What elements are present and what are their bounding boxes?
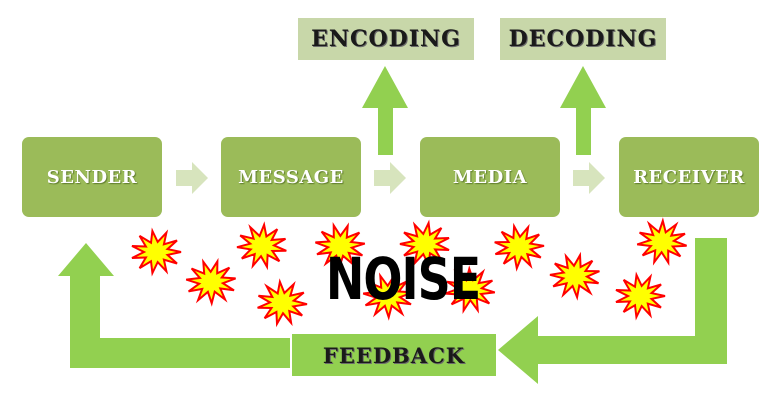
message-label: MESSAGE — [238, 166, 344, 188]
feedback-arrow-icon — [498, 238, 727, 384]
right-arrow-icon — [374, 162, 406, 194]
feedback-arrow-icon — [58, 243, 290, 368]
encoding-label: ENCODING — [311, 26, 461, 52]
noise-burst-icon — [549, 251, 600, 301]
noise-burst-icon — [636, 217, 687, 267]
encoding-box: ENCODING — [298, 18, 474, 60]
noise-burst-icon — [185, 257, 236, 307]
receiver-box: RECEIVER — [619, 137, 759, 217]
decoding-label: DECODING — [508, 26, 658, 52]
noise-burst-icon — [399, 219, 450, 269]
media-label: MEDIA — [452, 166, 528, 188]
feedback-label: FEEDBACK — [322, 342, 466, 368]
noise-burst-icon — [257, 278, 308, 328]
noise-burst-icon — [315, 221, 366, 271]
media-box: MEDIA — [420, 137, 560, 217]
message-box: MESSAGE — [221, 137, 361, 217]
feedback-box: FEEDBACK — [292, 334, 496, 376]
right-arrow-icon — [573, 162, 605, 194]
noise-burst-icon — [445, 265, 496, 314]
sender-box: SENDER — [22, 137, 162, 217]
noise-label: NOISE — [325, 245, 481, 313]
noise-burst-icon — [362, 272, 413, 321]
decoding-box: DECODING — [500, 18, 666, 60]
noise-burst-icon — [236, 221, 287, 271]
noise-burst-icon — [494, 222, 545, 272]
noise-burst-icon — [615, 271, 666, 321]
up-arrow-icon — [560, 66, 606, 155]
up-arrow-icon — [362, 66, 408, 155]
receiver-label: RECEIVER — [633, 166, 745, 188]
noise-burst-icon — [131, 227, 182, 277]
sender-label: SENDER — [46, 166, 138, 188]
right-arrow-icon — [176, 162, 208, 194]
